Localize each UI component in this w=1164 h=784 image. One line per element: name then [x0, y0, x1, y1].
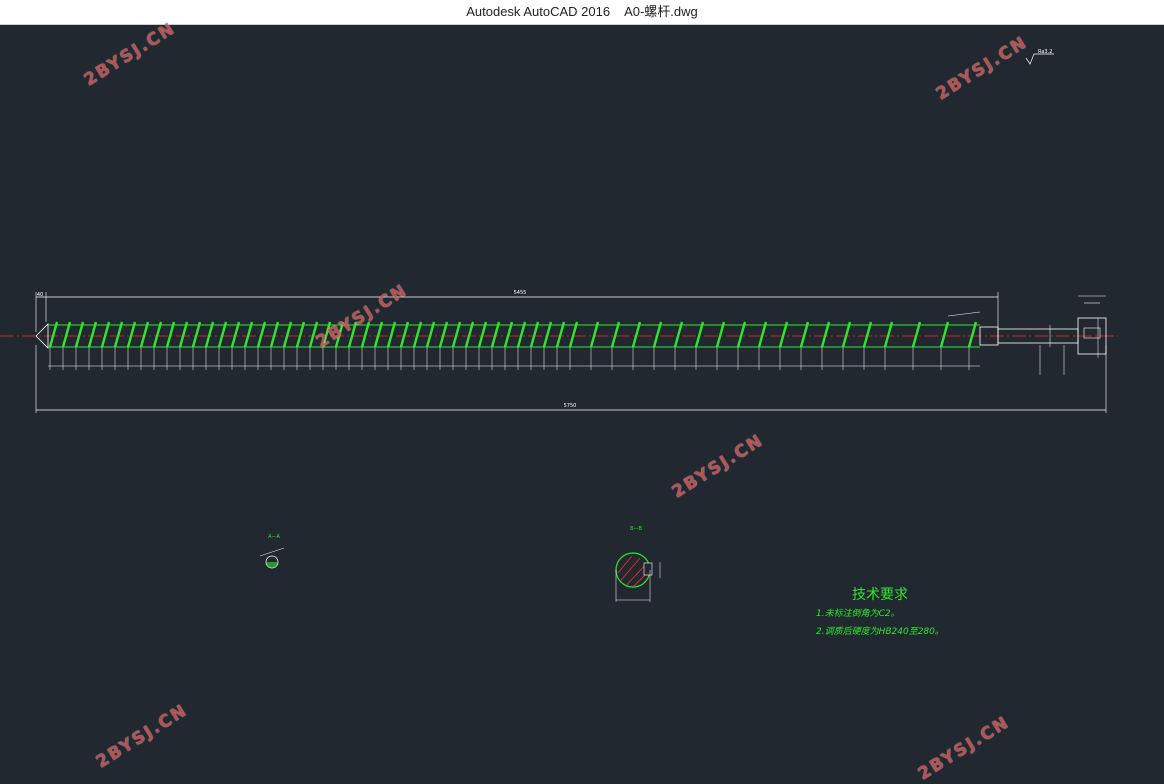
- flight-42: [610, 321, 621, 348]
- flight-10: [178, 321, 189, 348]
- flight-18: [282, 321, 293, 348]
- flight-3: [87, 321, 98, 348]
- flight-50: [778, 321, 789, 348]
- flight-49: [757, 321, 768, 348]
- flight-44: [652, 321, 663, 348]
- flight-2: [74, 321, 85, 348]
- flight-51: [799, 321, 810, 348]
- flight-16: [256, 321, 267, 348]
- flight-57: [939, 321, 950, 348]
- flight-41: [589, 321, 600, 348]
- flight-34: [490, 321, 501, 348]
- flight-6: [126, 321, 137, 348]
- flight-43: [631, 321, 642, 348]
- flight-53: [841, 321, 852, 348]
- flight-32: [464, 321, 475, 348]
- flight-37: [529, 321, 540, 348]
- tech-requirement-2: 2.调质后硬度为HB240至280。: [816, 627, 944, 637]
- flight-36: [516, 321, 527, 348]
- flight-40: [568, 321, 579, 348]
- flight-17: [269, 321, 280, 348]
- flight-56: [911, 321, 922, 348]
- flight-15: [243, 321, 254, 348]
- dim-left-offset: 40: [37, 292, 43, 298]
- flight-27: [399, 321, 410, 348]
- flight-8: [152, 321, 163, 348]
- tech-requirement-1: 1.未标注倒角为C2。: [816, 609, 900, 619]
- keyway: [1083, 327, 1101, 339]
- flight-48: [736, 321, 747, 348]
- flight-29: [425, 321, 436, 348]
- flight-35: [503, 321, 514, 348]
- flight-30: [438, 321, 449, 348]
- screw-tip: [35, 323, 49, 349]
- section-b-label: B—B: [630, 526, 642, 532]
- flight-9: [165, 321, 176, 348]
- flight-22: [334, 321, 345, 348]
- flight-28: [412, 321, 423, 348]
- flight-1: [61, 321, 72, 348]
- flight-7: [139, 321, 150, 348]
- flight-38: [542, 321, 553, 348]
- flight-13: [217, 321, 228, 348]
- flight-23: [347, 321, 358, 348]
- file-name: A0-螺杆.dwg: [624, 4, 698, 19]
- tech-requirements-title: 技术要求: [852, 587, 908, 603]
- drawing-canvas[interactable]: 5750 5455 40 A—A B—B Ra3.2 2BYSJ.CN 2: [0, 18, 1164, 784]
- flight-39: [555, 321, 566, 348]
- flight-55: [883, 321, 894, 348]
- screw-flights: [48, 321, 978, 348]
- flight-20: [308, 321, 319, 348]
- flight-5: [113, 321, 124, 348]
- flight-0: [48, 321, 59, 348]
- flight-12: [204, 321, 215, 348]
- flight-46: [694, 321, 705, 348]
- section-a-label: A—A: [268, 534, 280, 540]
- flight-4: [100, 321, 111, 348]
- flight-45: [673, 321, 684, 348]
- flight-19: [295, 321, 306, 348]
- title-bar: Autodesk AutoCAD 2016 A0-螺杆.dwg: [0, 0, 1164, 25]
- flight-26: [386, 321, 397, 348]
- flight-52: [820, 321, 831, 348]
- roughness-symbol: Ra3.2: [1025, 49, 1054, 65]
- flight-21: [321, 321, 332, 348]
- app-title: Autodesk AutoCAD 2016: [466, 4, 611, 19]
- dim-total: 5750: [564, 403, 577, 409]
- flight-54: [862, 321, 873, 348]
- flight-47: [715, 321, 726, 348]
- flight-24: [360, 321, 371, 348]
- pitch-dimensions: [48, 347, 980, 370]
- dim-flight: 5455: [514, 290, 527, 296]
- flight-58: [967, 321, 978, 348]
- flight-31: [451, 321, 462, 348]
- cad-drawing: 5750 5455 40 A—A B—B Ra3.2: [0, 49, 1118, 602]
- flight-11: [191, 321, 202, 348]
- svg-text:Ra3.2: Ra3.2: [1038, 49, 1052, 55]
- flight-33: [477, 321, 488, 348]
- shaft-end: [1077, 317, 1107, 355]
- flight-14: [230, 321, 241, 348]
- flight-25: [373, 321, 384, 348]
